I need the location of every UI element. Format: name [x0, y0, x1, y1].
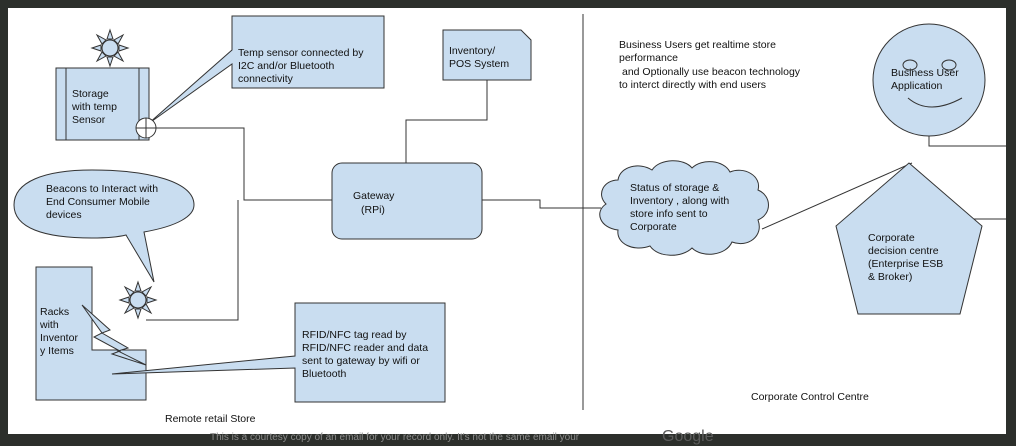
business-note-text: Business Users get realtime store perfor…	[619, 39, 803, 91]
cloud-text: Status of storage & Inventory , along wi…	[630, 182, 732, 233]
wireless-bolt-icon	[81, 304, 147, 366]
inventory-text: Inventory/ POS System	[449, 45, 509, 70]
storage-to-gateway-line	[156, 127, 332, 201]
rfid-callout-text: RFID/NFC tag read by RFID/NFC reader and…	[302, 329, 431, 380]
gateway-box	[331, 162, 483, 240]
sun-icon-beacon	[118, 280, 158, 320]
gateway-text: Gateway (RPi)	[353, 190, 397, 216]
business-user-app-smiley	[872, 23, 986, 137]
racks-to-gateway-line	[146, 200, 239, 321]
background-logo-text: Google	[662, 428, 714, 445]
background-email-text: This is a courtesy copy of an email for …	[210, 432, 580, 443]
temp-callout-text: Temp sensor connected by I2C and/or Blue…	[238, 47, 366, 85]
beacons-callout-text: Beacons to Interact with End Consumer Mo…	[46, 183, 161, 221]
rfid-callout	[111, 302, 446, 403]
sun-icon-storage	[90, 28, 130, 68]
sensor-connector-icon	[135, 117, 157, 139]
inventory-to-gateway-line	[405, 80, 488, 163]
corporate-text: Corporate decision centre (Enterprise ES…	[868, 232, 946, 283]
racks-box	[35, 266, 147, 401]
gateway-to-cloud-line	[482, 199, 601, 209]
racks-text: Racks with Inventor y Items	[39, 306, 81, 357]
architecture-diagram: Temp sensor connected by I2C and/or Blue…	[13, 14, 1006, 425]
temp-sensor-callout	[147, 15, 385, 125]
beacons-callout	[13, 169, 195, 283]
business-app-text: Business User Application	[891, 67, 962, 92]
storage-text: Storage with temp Sensor	[71, 88, 120, 126]
corporate-decision-centre	[835, 162, 983, 315]
cloud-to-corporate-line	[761, 162, 913, 230]
corporate-control-label: Corporate Control Centre	[751, 391, 869, 403]
storage-box	[55, 67, 150, 141]
diagram-canvas: Temp sensor connected by I2C and/or Blue…	[8, 8, 1006, 434]
remote-store-label: Remote retail Store	[165, 413, 256, 425]
inventory-pos-box	[442, 29, 532, 81]
status-cloud	[599, 160, 769, 256]
